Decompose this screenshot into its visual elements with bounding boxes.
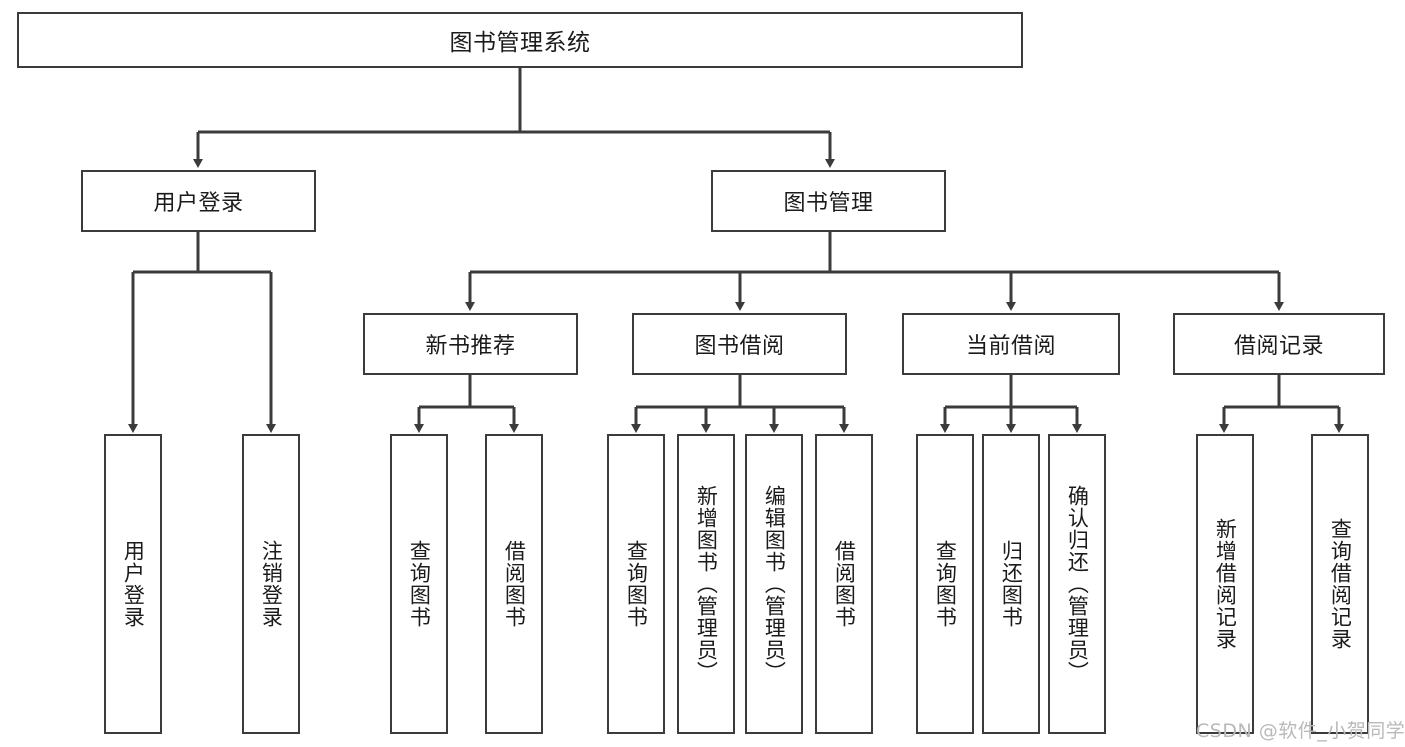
- node-label: 查询图书: [407, 540, 432, 628]
- csdn-watermark: CSDN @软件_小贺同学: [1196, 720, 1405, 742]
- node-label: 查询图书: [624, 540, 649, 628]
- node-user-login[interactable]: 用户登录: [81, 170, 316, 232]
- leaf-query-book-cb[interactable]: 查询图书: [916, 434, 974, 734]
- node-label: 新书推荐: [425, 334, 516, 359]
- leaf-user-login[interactable]: 用户登录: [104, 434, 162, 734]
- node-label: 借阅记录: [1233, 334, 1324, 359]
- node-label: 新增借阅记录: [1213, 518, 1238, 650]
- leaf-edit-book-admin[interactable]: 编辑图书（管理员）: [745, 434, 803, 734]
- leaf-logout[interactable]: 注销登录: [242, 434, 300, 734]
- node-label: 图书管理系统: [449, 30, 591, 56]
- leaf-confirm-return-admin[interactable]: 确认归还（管理员）: [1048, 434, 1106, 734]
- leaf-return-book[interactable]: 归还图书: [982, 434, 1040, 734]
- leaf-borrow-book-bb[interactable]: 借阅图书: [815, 434, 873, 734]
- node-label: 查询借阅记录: [1328, 518, 1353, 650]
- leaf-query-book-bb[interactable]: 查询图书: [607, 434, 665, 734]
- node-label: 确认归还（管理员）: [1065, 485, 1090, 683]
- leaf-borrow-book-nbr[interactable]: 借阅图书: [485, 434, 543, 734]
- leaf-add-borrow-record[interactable]: 新增借阅记录: [1196, 434, 1254, 734]
- node-current-borrowing[interactable]: 当前借阅: [902, 313, 1120, 375]
- node-label: 图书管理: [783, 191, 874, 216]
- node-new-book-recommendation[interactable]: 新书推荐: [363, 313, 578, 375]
- node-label: 用户登录: [153, 191, 244, 216]
- node-label: 图书借阅: [694, 334, 785, 359]
- node-book-borrowing[interactable]: 图书借阅: [632, 313, 847, 375]
- leaf-query-book-nbr[interactable]: 查询图书: [390, 434, 448, 734]
- node-label: 注销登录: [259, 540, 284, 628]
- node-label: 编辑图书（管理员）: [762, 485, 787, 683]
- node-book-management[interactable]: 图书管理: [711, 170, 946, 232]
- node-label: 用户登录: [121, 540, 146, 628]
- node-label: 当前借阅: [965, 334, 1056, 359]
- node-root-book-management-system[interactable]: 图书管理系统: [17, 12, 1023, 68]
- leaf-add-book-admin[interactable]: 新增图书（管理员）: [677, 434, 735, 734]
- leaf-query-borrow-record[interactable]: 查询借阅记录: [1311, 434, 1369, 734]
- node-label: 查询图书: [933, 540, 958, 628]
- node-label: 归还图书: [999, 540, 1024, 628]
- node-label: 借阅图书: [502, 540, 527, 628]
- node-borrowing-record[interactable]: 借阅记录: [1173, 313, 1385, 375]
- node-label: 借阅图书: [832, 540, 857, 628]
- node-label: 新增图书（管理员）: [694, 485, 719, 683]
